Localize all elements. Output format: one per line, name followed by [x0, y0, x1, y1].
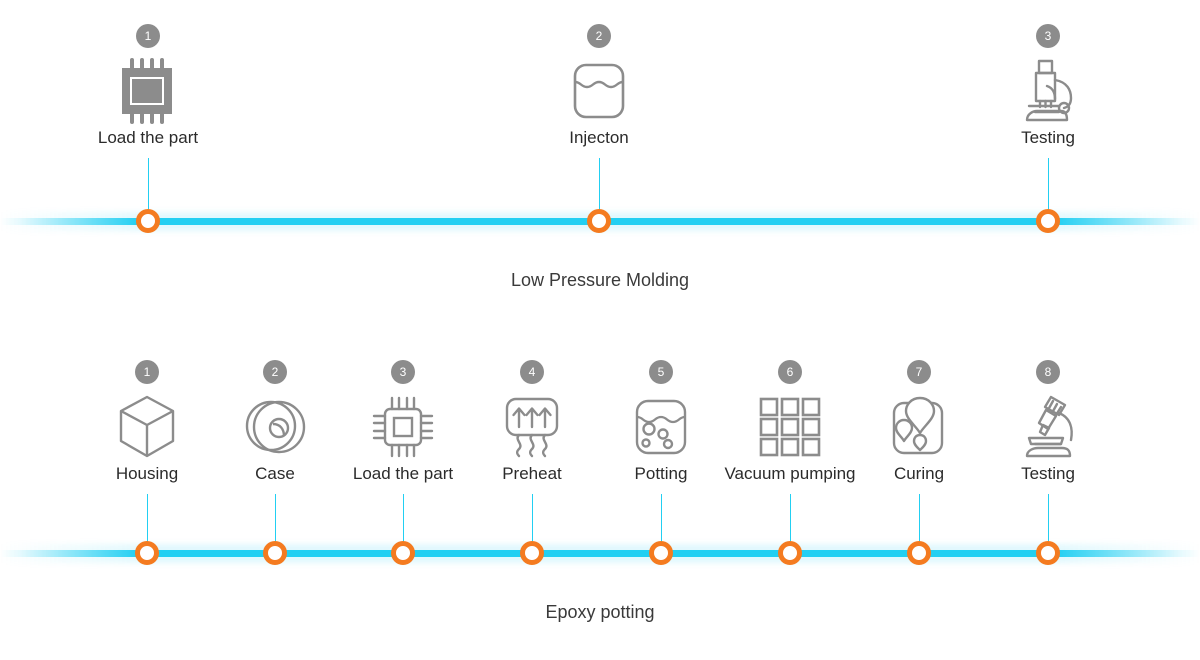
timeline-step[interactable]: 8 Testing: [948, 360, 1148, 484]
timeline-marker[interactable]: [136, 209, 160, 233]
step-connector-stem: [790, 494, 791, 553]
step-number-badge: 7: [907, 360, 931, 384]
timeline-caption: Epoxy potting: [545, 602, 655, 622]
timeline-step[interactable]: 3 Testing: [948, 24, 1148, 148]
timeline-marker[interactable]: [520, 541, 544, 565]
step-connector-stem: [403, 494, 404, 553]
step-number-badge: 1: [136, 24, 160, 48]
step-number-badge: 6: [778, 360, 802, 384]
step-label: Vacuum pumping: [724, 464, 856, 483]
step-connector-stem: [661, 494, 662, 553]
step-connector-stem: [532, 494, 533, 553]
step-connector-stem: [599, 158, 600, 221]
step-connector-stem: [148, 158, 149, 221]
step-number-badge: 1: [135, 360, 159, 384]
step-label: Potting: [634, 464, 688, 483]
step-connector-stem: [1048, 158, 1049, 221]
step-number-badge: 5: [649, 360, 673, 384]
timeline-step[interactable]: 1 Load the part: [48, 24, 248, 148]
timeline-marker[interactable]: [135, 541, 159, 565]
timeline-marker[interactable]: [263, 541, 287, 565]
cpu-outline-icon: [303, 390, 503, 464]
step-label: Case: [255, 464, 295, 483]
timeline-low-pressure-molding: Low Pressure Molding 1 Load the part 2 In…: [0, 0, 1200, 320]
timeline-marker[interactable]: [778, 541, 802, 565]
cube-icon: [47, 390, 247, 464]
timeline-step[interactable]: 4 Preheat: [432, 360, 632, 484]
step-label: Injecton: [569, 128, 629, 147]
step-label: Load the part: [97, 128, 199, 147]
timeline-marker[interactable]: [391, 541, 415, 565]
timeline-marker[interactable]: [1036, 209, 1060, 233]
timeline-rail: [0, 542, 1200, 564]
step-label: Testing: [1021, 464, 1075, 483]
grid-squares-icon: [690, 390, 890, 464]
timeline-step[interactable]: 1 Housing: [47, 360, 247, 484]
step-number-badge: 3: [391, 360, 415, 384]
heat-arrows-icon: [432, 390, 632, 464]
timeline-marker[interactable]: [649, 541, 673, 565]
step-label: Load the part: [352, 464, 454, 483]
timeline-marker[interactable]: [907, 541, 931, 565]
chip-filled-icon: [48, 54, 248, 128]
timeline-step[interactable]: 2 Injecton: [499, 24, 699, 148]
timeline-caption: Low Pressure Molding: [510, 270, 690, 290]
microscope-tilt-icon: [948, 390, 1148, 464]
droplets-panel-icon: [819, 390, 1019, 464]
step-label: Curing: [893, 464, 945, 483]
timeline-step[interactable]: 7 Curing: [819, 360, 1019, 484]
bubbles-tank-icon: [561, 390, 761, 464]
timeline-marker[interactable]: [587, 209, 611, 233]
rail-bar: [0, 550, 1200, 557]
timeline-step[interactable]: 3 Load the part: [303, 360, 503, 484]
step-connector-stem: [1048, 494, 1049, 553]
timeline-step[interactable]: 6 Vacuum pumping: [690, 360, 890, 484]
timeline-step[interactable]: 2 Case: [175, 360, 375, 484]
liquid-tank-icon: [499, 54, 699, 128]
timeline-step[interactable]: 5 Potting: [561, 360, 761, 484]
step-connector-stem: [919, 494, 920, 553]
timeline-marker[interactable]: [1036, 541, 1060, 565]
step-number-badge: 2: [263, 360, 287, 384]
microscope-upright-icon: [948, 54, 1148, 128]
spool-disc-icon: [175, 390, 375, 464]
step-label: Testing: [1021, 128, 1075, 147]
step-number-badge: 4: [520, 360, 544, 384]
step-label: Housing: [115, 464, 179, 483]
step-number-badge: 2: [587, 24, 611, 48]
step-number-badge: 8: [1036, 360, 1060, 384]
step-connector-stem: [275, 494, 276, 553]
step-connector-stem: [147, 494, 148, 553]
step-number-badge: 3: [1036, 24, 1060, 48]
step-label: Preheat: [502, 464, 562, 483]
